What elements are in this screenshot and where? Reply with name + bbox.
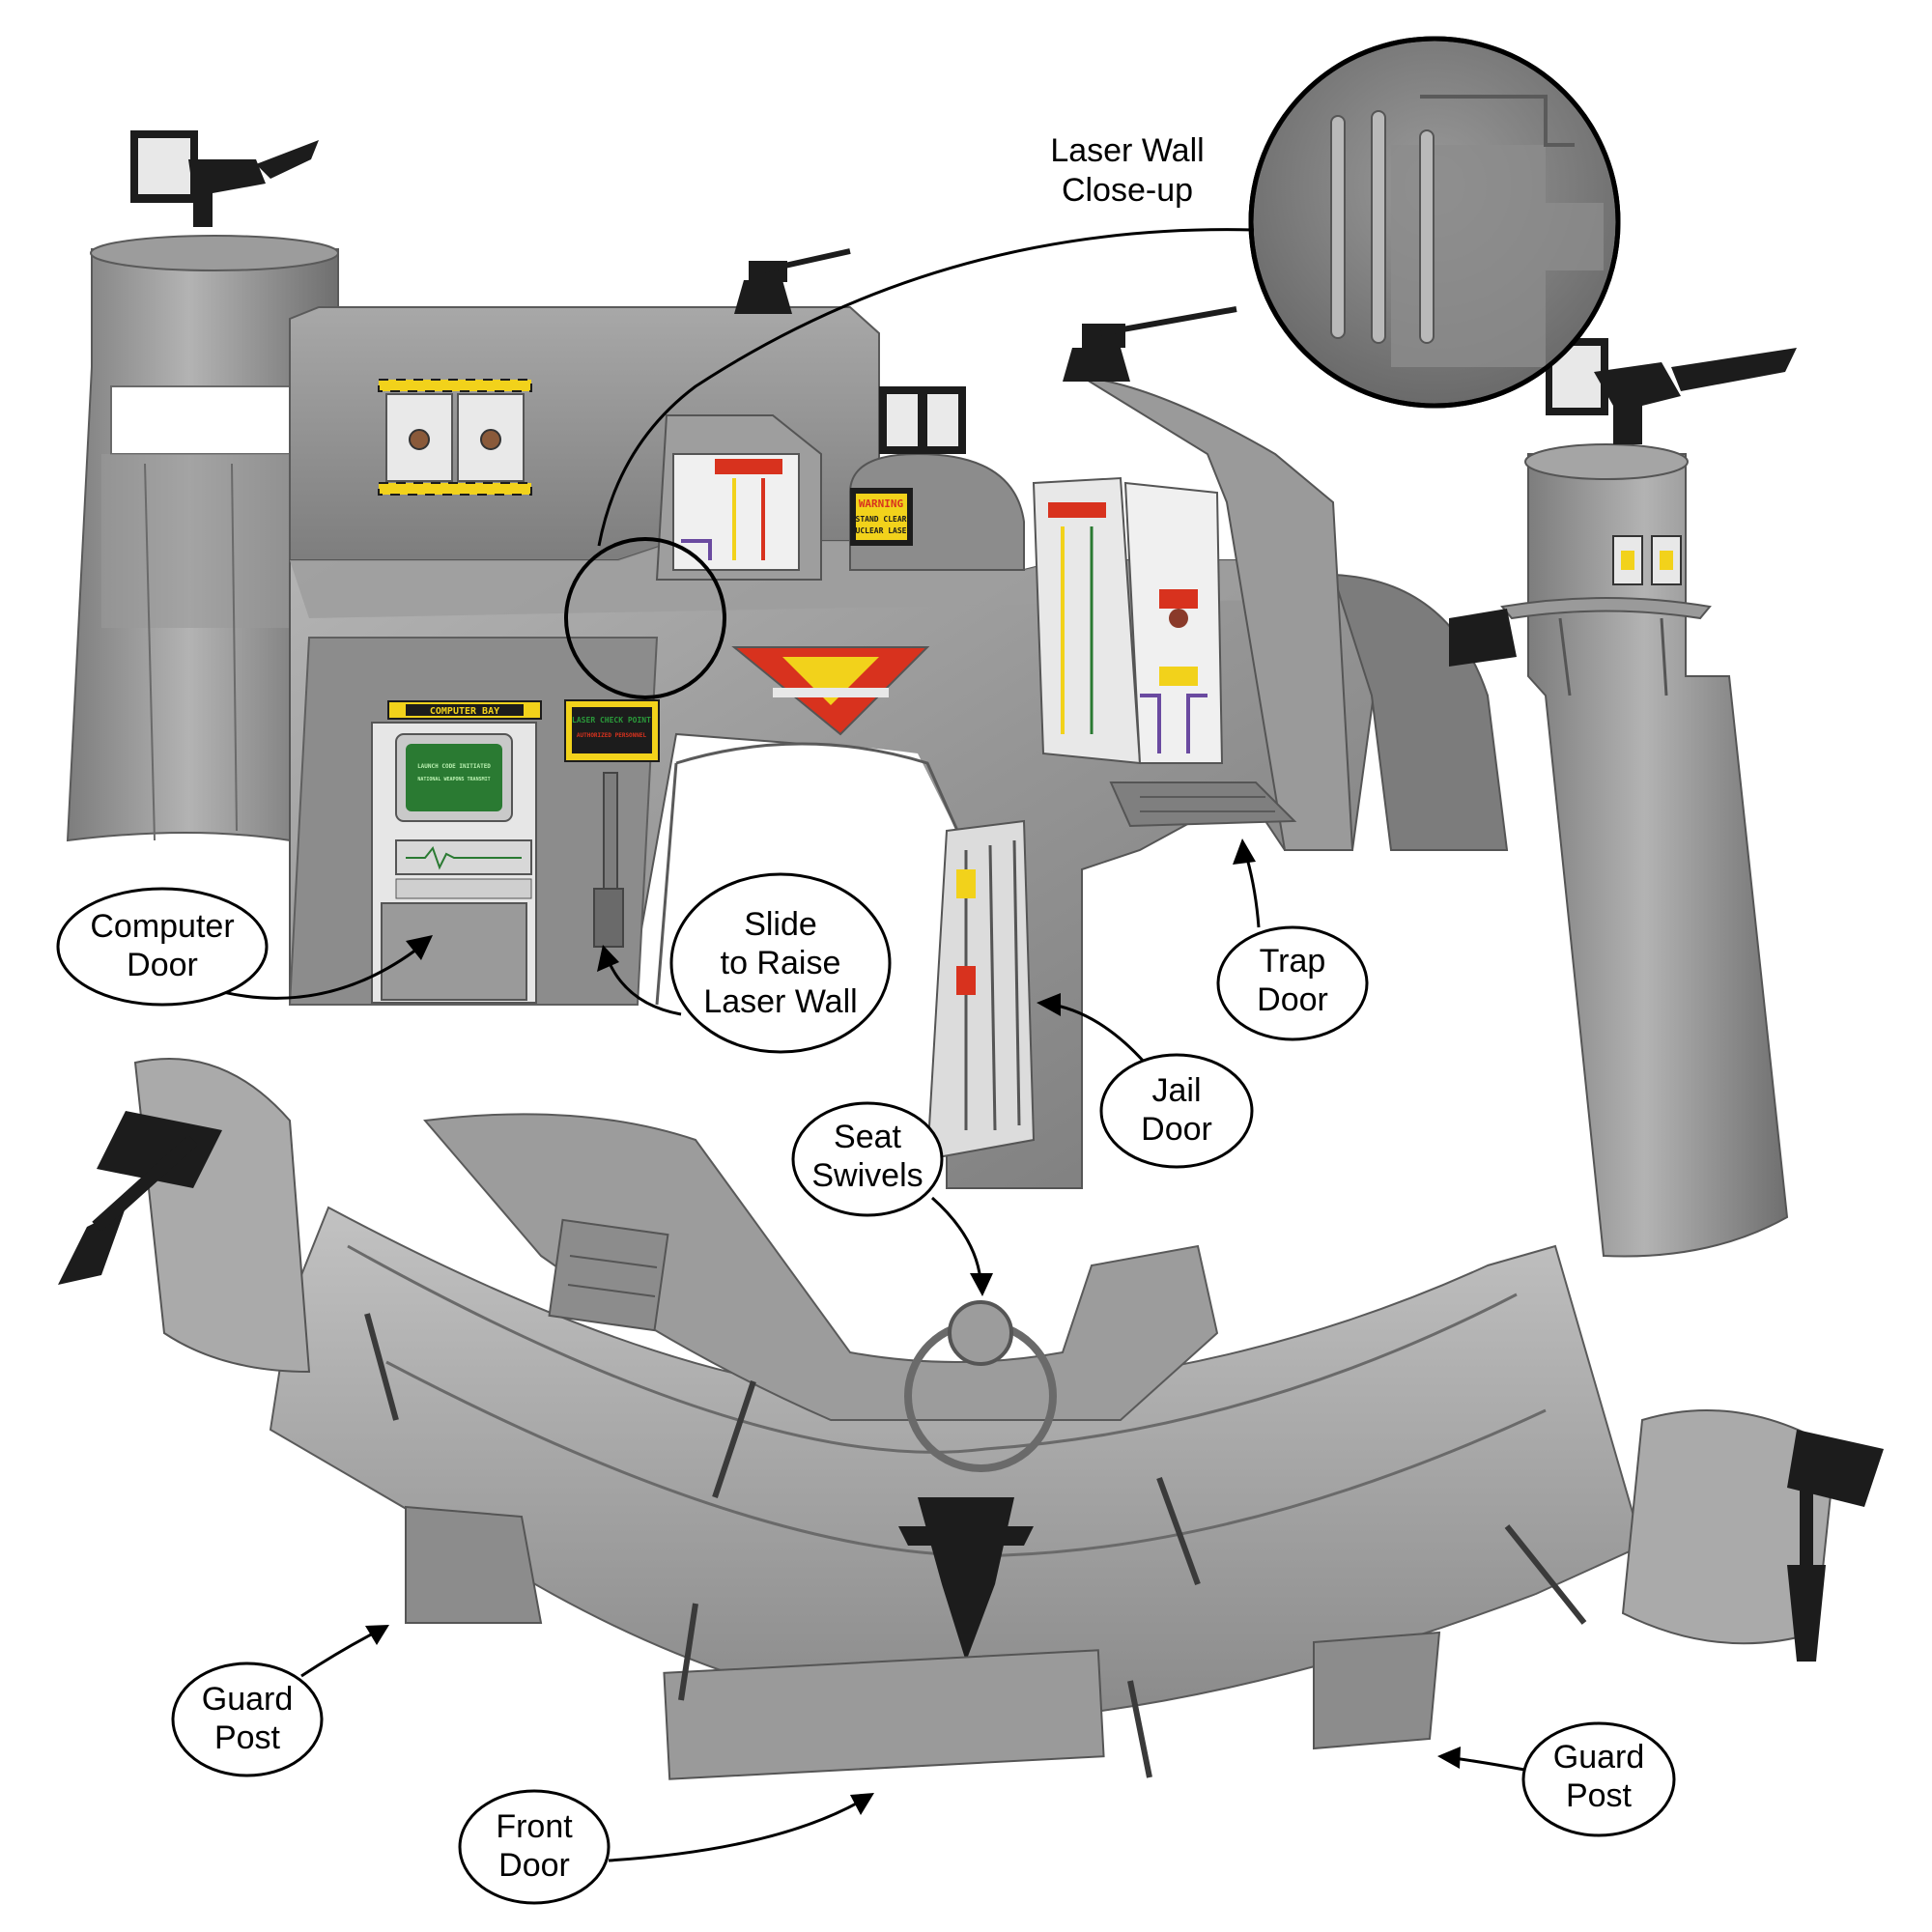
back-wall-gun-icon	[734, 248, 851, 314]
small-gun-1-icon	[364, 1313, 399, 1421]
callout-slide-laser-wall: Slide to Raise Laser Wall	[597, 872, 892, 1054]
left-tower-turret-icon	[130, 130, 319, 227]
callout-jail-door: Jail Door	[1037, 993, 1254, 1169]
guard-post-left-leader	[300, 1631, 376, 1678]
command-center: WARNING STAND CLEAR NUCLEAR LASER	[66, 130, 1797, 1258]
laser-wall-location-circle	[564, 537, 726, 699]
trap-door-grate	[1109, 781, 1297, 828]
base-top-view	[58, 1058, 1884, 1780]
laser-check-point-label: LASER CHECK POINT	[572, 716, 651, 724]
small-gun-3-icon	[678, 1603, 698, 1701]
trap-door-leader	[1244, 854, 1261, 928]
center-fin-gun-icon	[1063, 306, 1237, 382]
base-small-guns	[364, 1313, 1587, 1778]
left-tower	[66, 235, 339, 852]
warning-sticker-line1: STAND CLEAR	[856, 515, 907, 524]
callout-guard-post-right-line2: Post	[1566, 1777, 1633, 1814]
small-gun-2-icon	[712, 1380, 756, 1498]
laser-check-point-sublabel: AUTHORIZED PERSONNEL	[577, 732, 647, 739]
center-pylon-left	[655, 414, 822, 581]
trap-door-arrowhead	[1233, 838, 1256, 865]
callout-trap-door: Trap Door	[1216, 838, 1369, 1041]
slide-laser-wall-arrowhead	[597, 945, 619, 972]
base-right-turret-icon	[1787, 1430, 1884, 1662]
right-side-gun-icon	[1449, 609, 1517, 667]
callout-jail-door-line2: Door	[1141, 1111, 1212, 1148]
callout-guard-post-left: Guard Post	[171, 1625, 389, 1777]
center-pylon-right	[1032, 376, 1354, 851]
computer-screen-line2: NATIONAL WEAPONS TRANSMIT	[417, 777, 490, 782]
callout-trap-door-line1: Trap	[1260, 943, 1326, 980]
upper-guns	[130, 130, 1797, 667]
callout-slide-laser-wall-line1: Slide	[744, 906, 817, 943]
callout-guard-post-right: Guard Post	[1437, 1721, 1676, 1837]
computer-door-arrowhead	[406, 935, 433, 960]
callout-front-door-line1: Front	[496, 1808, 573, 1845]
swivel-seat-ring	[898, 1300, 1057, 1662]
callout-laser-wall-closeup: Laser Wall Close-up	[1050, 132, 1204, 209]
callout-seat-swivels-line1: Seat	[834, 1119, 901, 1155]
callout-laser-wall-closeup-line1: Laser Wall	[1050, 132, 1204, 169]
warning-sticker-line2: NUCLEAR LASER	[851, 526, 912, 535]
laser-wall-leader-line	[597, 228, 1255, 547]
callout-computer-door: Computer Door	[56, 887, 433, 1007]
slide-laser-wall-leader	[607, 960, 682, 1016]
guard-post-right-arrowhead	[1437, 1747, 1461, 1769]
laser-bar-3	[1419, 129, 1435, 344]
seat-swivels-arrowhead	[970, 1273, 993, 1296]
callout-slide-laser-wall-line2: to Raise	[721, 945, 841, 981]
base-left-turret-icon	[58, 1111, 222, 1285]
front-door-leader	[608, 1800, 861, 1862]
wall-control-panel	[378, 379, 532, 496]
base-grate	[548, 1218, 669, 1332]
base-left-tower	[133, 1058, 311, 1374]
computer-screen-line1: LAUNCH CODE INITIATED	[417, 763, 491, 770]
laser-bar-1	[1330, 115, 1346, 339]
callout-guard-post-right-line1: Guard	[1553, 1739, 1645, 1776]
computer-bay: COMPUTER BAY LAUNCH CODE INITIATED NATIO…	[371, 700, 542, 1004]
laser-bar-2	[1371, 110, 1386, 344]
jail-door-leader	[1052, 1003, 1147, 1065]
right-curved-wall	[1331, 573, 1509, 851]
callout-front-door: Front Door	[458, 1789, 874, 1905]
right-guard-post-bunker	[1313, 1631, 1441, 1750]
callout-front-door-line2: Door	[498, 1847, 570, 1884]
callout-seat-swivels-line2: Swivels	[811, 1157, 923, 1194]
seat-swivels-leader	[931, 1196, 982, 1281]
callout-seat-swivels: Seat Swivels	[791, 1101, 993, 1296]
left-guard-post-bunker	[405, 1505, 543, 1624]
computer-bay-label: COMPUTER BAY	[430, 706, 499, 717]
small-gun-5-icon	[1127, 1680, 1152, 1778]
front-door-arrowhead	[850, 1793, 874, 1815]
jail-door-arrowhead	[1037, 993, 1061, 1016]
warning-sticker-title: WARNING	[859, 497, 904, 510]
right-tower	[1500, 443, 1789, 1258]
callout-computer-door-line2: Door	[127, 947, 198, 983]
right-tower-turret-icon	[1546, 338, 1797, 444]
laser-check-point-sticker: LASER CHECK POINT AUTHORIZED PERSONNEL	[564, 699, 660, 948]
front-door-panel	[663, 1649, 1105, 1780]
callout-guard-post-left-line1: Guard	[202, 1681, 294, 1718]
callout-guard-post-left-line2: Post	[214, 1719, 281, 1756]
center-dome: WARNING STAND CLEAR NUCLEAR LASER	[849, 386, 1025, 571]
guard-post-left-arrowhead	[365, 1625, 389, 1645]
laser-wall-closeup	[1248, 36, 1621, 409]
callout-computer-door-line1: Computer	[90, 908, 234, 945]
callout-slide-laser-wall-line3: Laser Wall	[703, 983, 857, 1020]
callout-jail-door-line1: Jail	[1151, 1072, 1201, 1109]
small-gun-6-icon	[1504, 1524, 1587, 1625]
red-chevron-emblem	[731, 646, 930, 736]
small-gun-4-icon	[1156, 1476, 1201, 1586]
guard-post-right-leader	[1453, 1756, 1525, 1772]
callout-trap-door-line2: Door	[1257, 981, 1328, 1018]
callout-laser-wall-closeup-line2: Close-up	[1062, 172, 1193, 209]
jail-door	[925, 819, 1036, 1161]
